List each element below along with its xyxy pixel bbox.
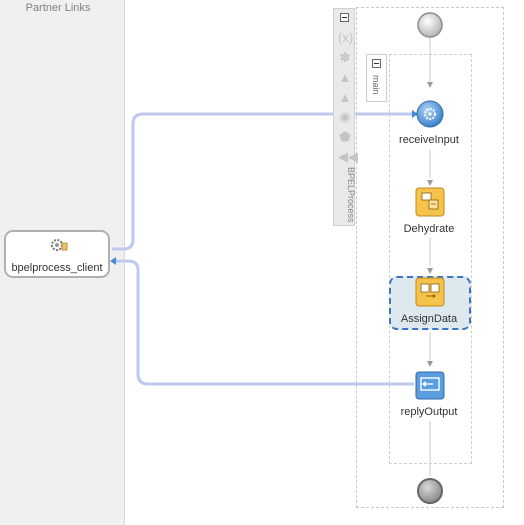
flow-arrow [427,82,433,88]
arrowhead-receive [412,110,418,118]
alert-icon[interactable]: ▲ [338,90,352,105]
process-name-label: BPELProcess [346,167,356,223]
main-scope-label: main [371,75,381,95]
message-icon[interactable]: ⬟ [339,129,351,144]
flow-arrow [427,180,433,186]
event-icon[interactable]: ◉ [339,109,351,124]
activity-label-dehydrate[interactable]: Dehydrate [403,223,455,235]
main-scope-tab[interactable] [366,54,387,102]
variables-icon[interactable]: (x) [338,30,354,45]
activity-label-assign[interactable]: AssignData [400,313,458,325]
partner-link-bpelprocess-client[interactable]: bpelprocess_client [4,230,110,278]
partner-links-title: Partner Links [25,2,91,14]
flow-arrow [427,268,433,274]
partner-links-panel: Partner Links bpelprocess_client [0,0,125,525]
collapse-main-button[interactable] [372,59,381,68]
flow-arrow [427,361,433,367]
correlation-icon[interactable]: ✽ [339,50,351,65]
activity-label-receive[interactable]: receiveInput [399,134,459,146]
bpel-process-scope [356,7,504,508]
arrowhead-reply [110,257,116,265]
link-to-receive-input [112,112,412,251]
gear-icon [51,239,68,251]
warning-icon[interactable]: ▲ [338,70,352,85]
process-toolbar: (x) ✽ ▲ ▲ ◉ ⬟ ◀◀ [333,8,358,226]
partner-link-label: bpelprocess_client [11,262,103,274]
link-from-reply-output [116,259,414,386]
activity-label-reply[interactable]: replyOutput [400,406,458,418]
collapse-process-button[interactable] [340,13,349,22]
